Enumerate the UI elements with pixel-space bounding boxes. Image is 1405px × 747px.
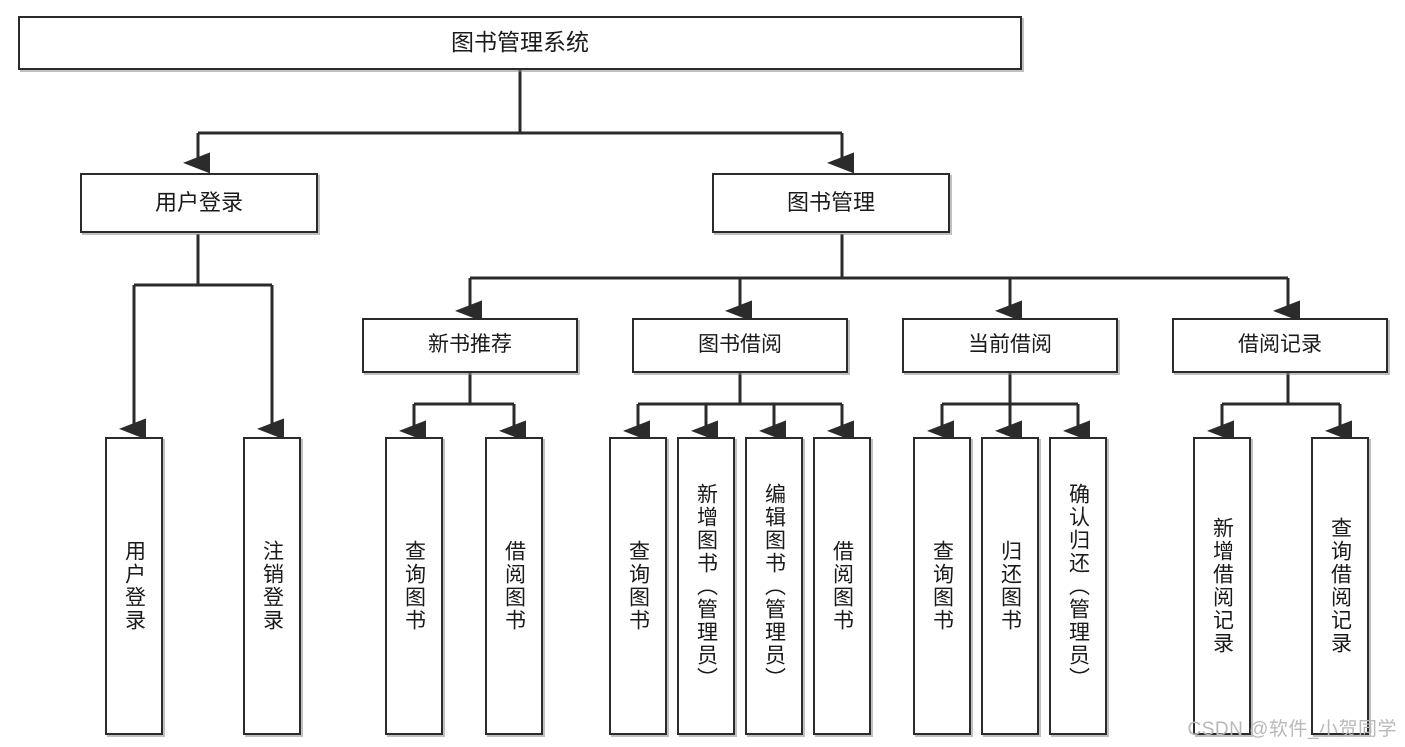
node-label: 用户登录	[154, 189, 243, 215]
node-label: 编辑图书（管理员）	[762, 482, 786, 690]
node-label: 查询图书	[626, 540, 650, 632]
leaf-add-book-admin[interactable]: 新增图书（管理员）	[677, 437, 735, 735]
leaf-query-borrow-record[interactable]: 查询借阅记录	[1311, 437, 1369, 735]
node-label: 注销登录	[260, 540, 284, 632]
node-root-system[interactable]: 图书管理系统	[18, 16, 1022, 70]
node-borrow-record[interactable]: 借阅记录	[1172, 318, 1388, 373]
node-label: 图书管理	[786, 189, 875, 215]
leaf-add-borrow-record[interactable]: 新增借阅记录	[1193, 437, 1251, 735]
node-label: 查询图书	[930, 540, 954, 632]
leaf-query-book-borrow[interactable]: 查询图书	[609, 437, 667, 735]
node-label: 新书推荐	[428, 333, 512, 357]
leaf-confirm-return-admin[interactable]: 确认归还（管理员）	[1049, 437, 1107, 735]
node-label: 查询借阅记录	[1328, 517, 1352, 655]
node-label: 用户登录	[122, 540, 146, 632]
node-book-management[interactable]: 图书管理	[712, 173, 950, 233]
node-label: 借阅图书	[502, 540, 526, 632]
node-label: 查询图书	[402, 540, 426, 632]
leaf-borrow-book-borrow[interactable]: 借阅图书	[813, 437, 871, 735]
node-label: 图书管理系统	[451, 29, 589, 56]
node-current-borrow[interactable]: 当前借阅	[902, 318, 1118, 373]
node-book-borrow[interactable]: 图书借阅	[632, 318, 848, 373]
leaf-query-book-current[interactable]: 查询图书	[913, 437, 971, 735]
node-label: 借阅记录	[1238, 333, 1322, 357]
leaf-user-login[interactable]: 用户登录	[105, 437, 163, 735]
leaf-edit-book-admin[interactable]: 编辑图书（管理员）	[745, 437, 803, 735]
node-label: 新增借阅记录	[1210, 517, 1234, 655]
node-label: 当前借阅	[968, 333, 1052, 357]
watermark-text: CSDN @软件_小贺同学	[1187, 719, 1397, 740]
node-label: 图书借阅	[698, 333, 782, 357]
leaf-query-book-recommend[interactable]: 查询图书	[385, 437, 443, 735]
node-new-book-recommend[interactable]: 新书推荐	[362, 318, 578, 373]
node-label: 新增图书（管理员）	[694, 482, 718, 690]
leaf-borrow-book-recommend[interactable]: 借阅图书	[485, 437, 543, 735]
node-label: 归还图书	[998, 540, 1022, 632]
node-label: 借阅图书	[830, 540, 854, 632]
leaf-return-book[interactable]: 归还图书	[981, 437, 1039, 735]
node-user-login[interactable]: 用户登录	[80, 173, 318, 233]
node-label: 确认归还（管理员）	[1066, 482, 1090, 690]
leaf-logout-login[interactable]: 注销登录	[243, 437, 301, 735]
